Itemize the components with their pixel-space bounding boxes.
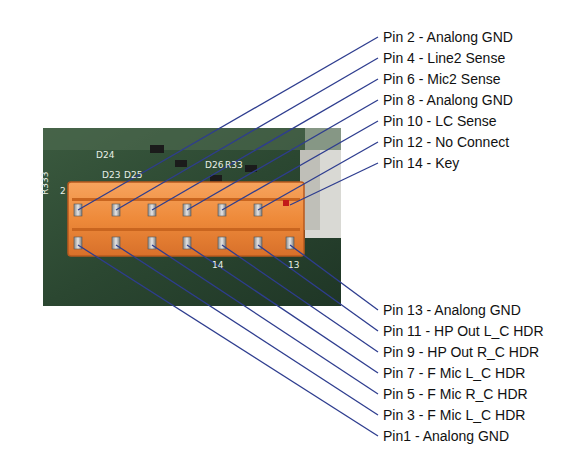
pin-label: Pin 11 - HP Out L_C HDR [383, 323, 544, 339]
silkscreen-text: 2 [60, 186, 66, 196]
pin-label: Pin 3 - F Mic L_C HDR [383, 407, 525, 423]
silkscreen-text: 14 [212, 260, 223, 270]
silkscreen-text: R333 [40, 172, 50, 195]
silkscreen-text: R33 [225, 160, 243, 170]
smd-part [175, 160, 187, 167]
silkscreen-text: D26 [205, 160, 223, 170]
pin-label: Pin 9 - HP Out R_C HDR [383, 344, 539, 360]
pin-label: Pin 8 - Analong GND [383, 92, 513, 108]
smd-part [150, 145, 164, 153]
pin-label: Pin 7 - F Mic L_C HDR [383, 365, 525, 381]
pin-label: Pin 4 - Line2 Sense [383, 50, 505, 66]
header-pins [74, 204, 294, 249]
silkscreen-text: D25 [124, 170, 142, 180]
pin-label: Pin 12 - No Connect [383, 134, 509, 150]
pin-label: Pin 14 - Key [383, 155, 459, 171]
leader-lines [78, 37, 378, 436]
header-slots [72, 198, 300, 231]
key-mark [283, 200, 289, 206]
pin-label: Pin 13 - Analong GND [383, 302, 521, 318]
pin-header [68, 182, 304, 256]
pin-label: Pin 2 - Analong GND [383, 29, 513, 45]
pcb [43, 128, 341, 306]
pin-label: Pin 5 - F Mic R_C HDR [383, 386, 528, 402]
silkscreen-text: 13 [288, 260, 299, 270]
pin-label: Pin1 - Analong GND [383, 428, 509, 444]
silkscreen-text: D23 [102, 170, 120, 180]
pin-label: Pin 10 - LC Sense [383, 113, 497, 129]
silkscreen-text: D24 [96, 150, 114, 160]
pin-label: Pin 6 - Mic2 Sense [383, 71, 501, 87]
